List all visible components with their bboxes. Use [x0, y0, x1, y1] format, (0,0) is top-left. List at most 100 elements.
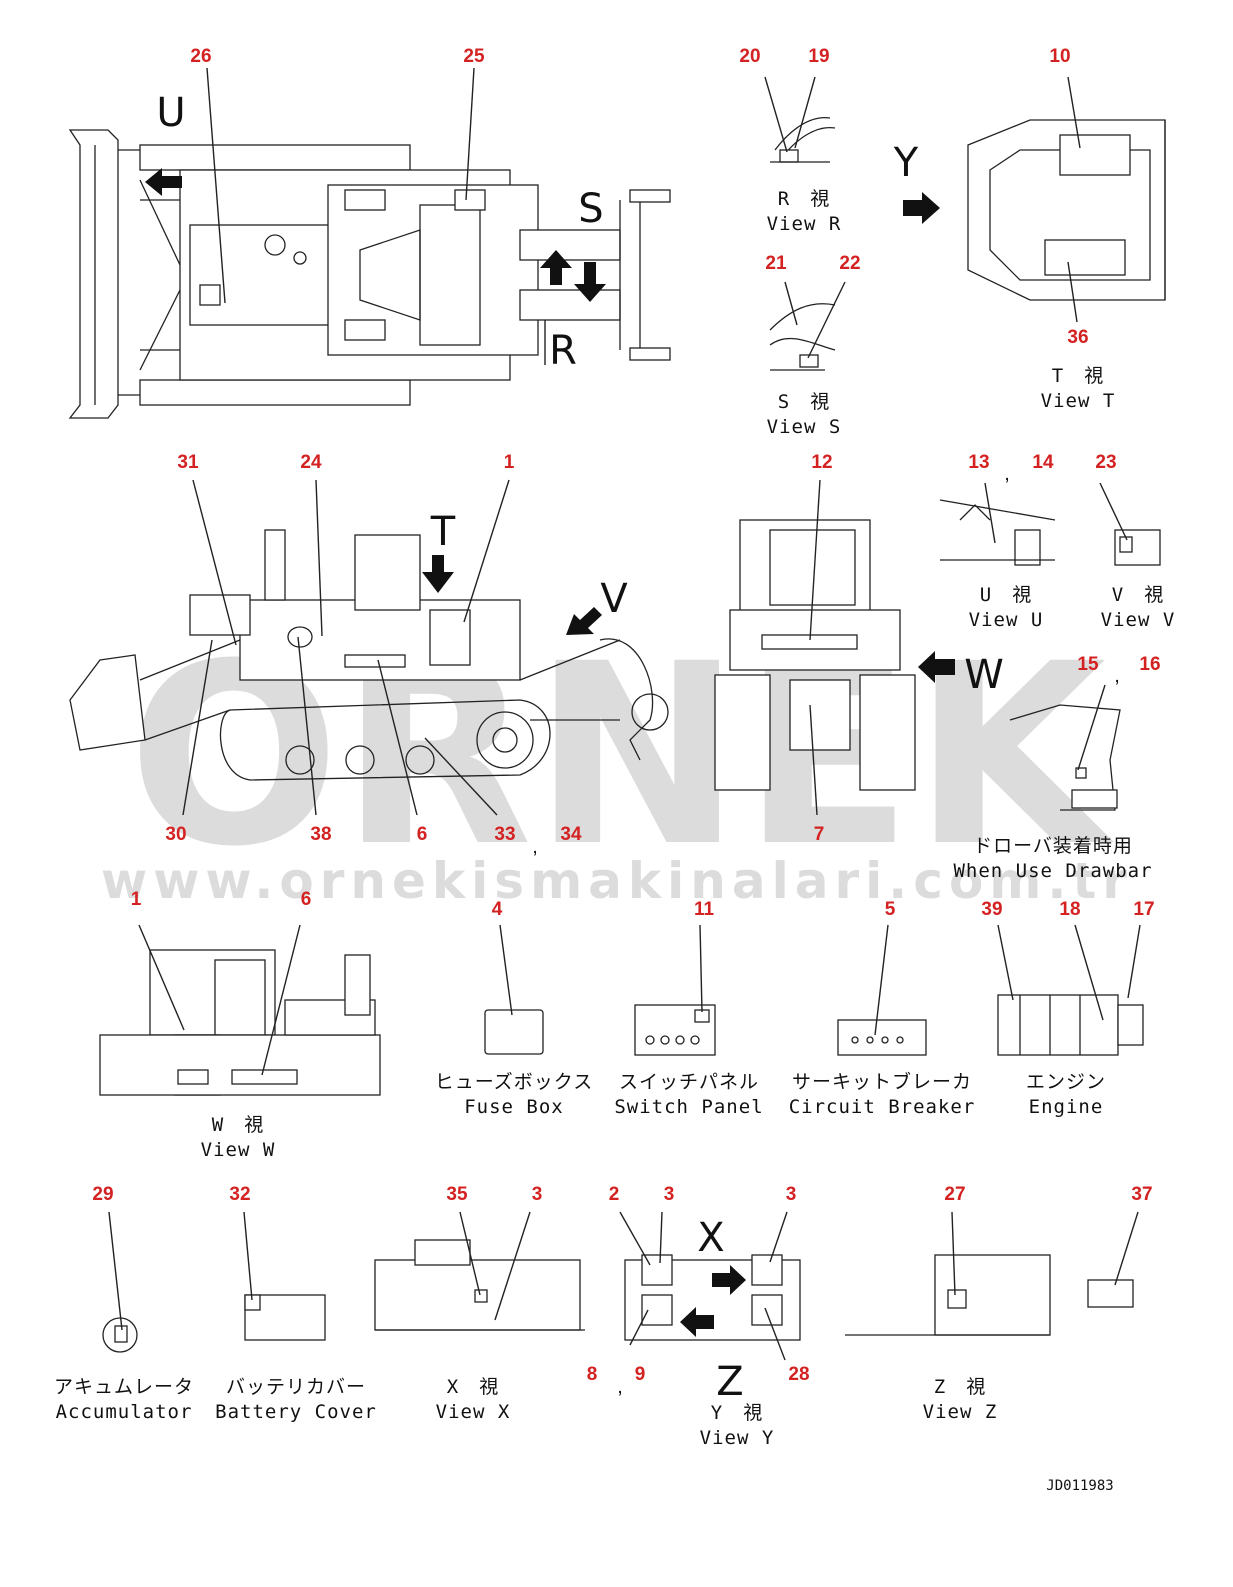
- caption-jp-view-r: R 視: [778, 188, 830, 210]
- view-letters: U S R Y T V W X Z: [156, 90, 1003, 1405]
- decal-37-icon: [1087, 1279, 1134, 1308]
- separator-13-14: ,: [1004, 463, 1010, 485]
- view-w-detail: [99, 949, 381, 1096]
- caption-jp-view-v: V 視: [1112, 584, 1164, 606]
- callout-13: 13: [968, 452, 989, 473]
- callout-21: 21: [765, 253, 787, 274]
- caption-en-view-z: View Z: [923, 1401, 998, 1423]
- caption-en-view-y: View Y: [700, 1427, 775, 1449]
- arrows-top-view: [145, 168, 606, 365]
- caption-en-view-s: View S: [767, 416, 842, 438]
- caption-jp-engine: エンジン: [1026, 1071, 1106, 1093]
- callout-14: 14: [1032, 452, 1054, 473]
- caption-jp-view-t: T 視: [1052, 365, 1104, 387]
- view-letter-y: Y: [893, 140, 919, 186]
- callout-2: 2: [609, 1184, 620, 1205]
- caption-jp-battery-cover: バッテリカバー: [226, 1376, 366, 1398]
- separators: , , , ,: [532, 463, 1120, 1398]
- caption-jp-fuse-box: ヒューズボックス: [435, 1071, 593, 1093]
- callout-34: 34: [560, 824, 582, 845]
- caption-jp-view-x: X 視: [447, 1376, 499, 1398]
- view-letter-z: Z: [716, 1359, 743, 1405]
- caption-jp-circuit-breaker: サーキットブレーカ: [792, 1070, 972, 1093]
- caption-en-circuit-breaker: Circuit Breaker: [789, 1096, 976, 1118]
- view-letter-v: V: [600, 576, 628, 622]
- switch-panel-icon: [634, 1004, 716, 1056]
- callout-3-view-y-right: 3: [786, 1184, 797, 1205]
- view-y-detail: [624, 1254, 801, 1341]
- callout-26: 26: [190, 46, 211, 67]
- separator-33-34: ,: [532, 836, 538, 858]
- engine-icon: [997, 994, 1144, 1056]
- callout-6-view-w: 6: [301, 889, 312, 910]
- view-x-detail: [374, 1239, 585, 1331]
- caption-en-accumulator: Accumulator: [56, 1401, 193, 1423]
- caption-jp-view-u: U 視: [980, 584, 1032, 606]
- callout-33: 33: [494, 824, 515, 845]
- callout-16: 16: [1139, 654, 1160, 675]
- callout-15: 15: [1077, 654, 1099, 675]
- callout-6: 6: [417, 824, 428, 845]
- callout-17: 17: [1133, 899, 1154, 920]
- dozer-top-view: [68, 129, 671, 419]
- dozer-rear-view: [714, 519, 916, 791]
- arrows-side-view: [422, 555, 602, 635]
- caption-en-view-t: View T: [1041, 390, 1116, 412]
- callout-1: 1: [504, 452, 515, 473]
- callout-39: 39: [981, 899, 1002, 920]
- callout-32: 32: [229, 1184, 250, 1205]
- drawbar-detail: [1009, 704, 1121, 811]
- callout-27: 27: [944, 1184, 965, 1205]
- callout-22: 22: [839, 253, 860, 274]
- view-letter-t: T: [430, 509, 456, 555]
- caption-en-view-r: View R: [767, 213, 842, 235]
- caption-en-view-v: View V: [1101, 609, 1176, 631]
- caption-jp-view-z: Z 視: [934, 1376, 986, 1398]
- caption-en-view-u: View U: [969, 609, 1044, 631]
- callout-23: 23: [1095, 452, 1116, 473]
- caption-en-view-w: View W: [201, 1139, 276, 1161]
- view-t-floor-plate: [967, 119, 1166, 301]
- caption-jp-switch-panel: スイッチパネル: [619, 1071, 759, 1093]
- view-v-detail: [1114, 529, 1161, 566]
- callout-29: 29: [92, 1184, 113, 1205]
- separator-15-16: ,: [1114, 665, 1120, 687]
- callout-19: 19: [808, 46, 829, 67]
- watermark-url: www.ornekismakinalari.com.tr: [101, 852, 1133, 910]
- callout-11: 11: [694, 899, 715, 920]
- caption-jp-accumulator: アキュムレータ: [54, 1376, 194, 1398]
- callout-38: 38: [310, 824, 331, 845]
- callout-25: 25: [463, 46, 485, 67]
- leader-lines: [108, 67, 1141, 1361]
- view-letter-x: X: [697, 1215, 724, 1261]
- caption-jp-view-y: Y 視: [711, 1402, 763, 1424]
- callout-30: 30: [165, 824, 186, 845]
- circuit-breaker-icon: [837, 1019, 927, 1056]
- callout-20: 20: [739, 46, 760, 67]
- fuse-box-icon: [484, 1009, 544, 1055]
- callout-4: 4: [492, 899, 503, 920]
- callout-5: 5: [885, 899, 896, 920]
- callout-8: 8: [587, 1364, 598, 1385]
- caption-en-engine: Engine: [1029, 1096, 1104, 1118]
- view-letter-s: S: [578, 186, 603, 232]
- callout-28: 28: [788, 1364, 809, 1385]
- callout-3-view-x: 3: [532, 1184, 543, 1205]
- captions: R 視 View R S 視 View S T 視 View T U 視 Vie…: [54, 188, 1176, 1449]
- battery-cover-icon: [244, 1294, 326, 1341]
- callout-1-view-w: 1: [131, 889, 142, 910]
- caption-jp-drawbar: ドローバ装着時用: [973, 835, 1133, 857]
- accumulator-icon: [102, 1317, 138, 1353]
- view-u-detail: [939, 499, 1056, 566]
- callout-36: 36: [1067, 327, 1088, 348]
- callout-31: 31: [177, 452, 199, 473]
- caption-en-switch-panel: Switch Panel: [614, 1096, 763, 1118]
- callout-24: 24: [300, 452, 322, 473]
- arrow-y: [903, 192, 940, 224]
- callout-9: 9: [635, 1364, 646, 1385]
- callout-7: 7: [814, 824, 825, 845]
- callout-37: 37: [1131, 1184, 1152, 1205]
- callout-numbers: 26 25 20 19 10 21 22 36 31 24 1 12 13 14…: [92, 46, 1160, 1385]
